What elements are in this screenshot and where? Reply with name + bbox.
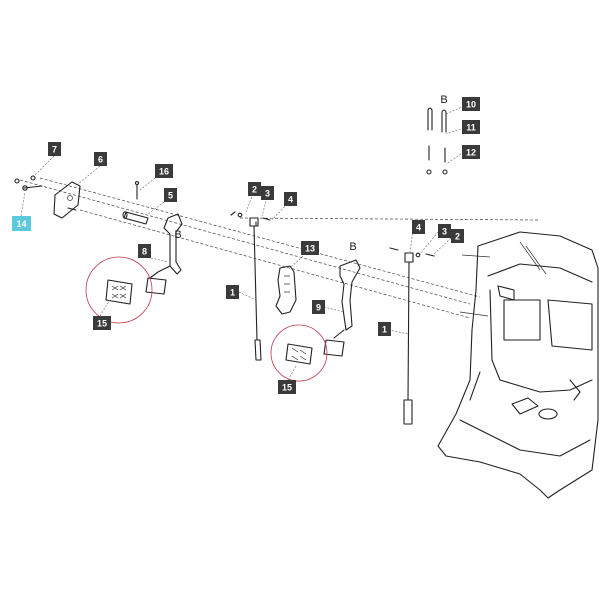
svg-text:16: 16	[159, 167, 169, 177]
assembly-axis-lines	[19, 177, 541, 319]
svg-text:7: 7	[52, 145, 57, 155]
pin-part	[134, 180, 140, 200]
svg-text:6: 6	[98, 155, 103, 165]
svg-text:1: 1	[230, 288, 235, 298]
svg-text:2: 2	[455, 232, 460, 242]
callout-4-right: 4	[412, 220, 425, 234]
svg-text:2: 2	[252, 185, 257, 195]
callout-12: 12	[462, 145, 480, 159]
callout-14-highlighted[interactable]: 14	[12, 216, 31, 231]
right-rod	[389, 247, 435, 425]
svg-text:4: 4	[288, 195, 293, 205]
callout-6: 6	[94, 152, 107, 166]
bracket-part	[53, 181, 81, 219]
callout-3-right: 3	[438, 224, 451, 238]
right-pedal-arm	[323, 259, 361, 357]
callout-2-center: 2	[248, 182, 261, 196]
svg-text:9: 9	[316, 303, 321, 313]
callout-7: 7	[48, 142, 61, 156]
right-pedal-pad	[270, 324, 328, 382]
nut-part	[30, 175, 36, 181]
svg-text:13: 13	[305, 244, 315, 254]
letter-b-left: B	[174, 229, 181, 241]
callout-8: 8	[138, 244, 151, 258]
callout-11: 11	[462, 120, 480, 134]
svg-text:3: 3	[265, 189, 270, 199]
svg-text:14: 14	[16, 219, 26, 229]
chassis-frame	[437, 231, 599, 499]
callout-13: 13	[301, 241, 319, 255]
svg-text:15: 15	[97, 319, 107, 329]
callout-16: 16	[155, 164, 173, 178]
letter-b-top: B	[440, 94, 447, 106]
letter-b-center: B	[349, 241, 356, 253]
svg-text:5: 5	[168, 191, 173, 201]
svg-text:11: 11	[466, 123, 476, 133]
callout-1-right: 1	[378, 322, 391, 336]
callout-1-center: 1	[226, 285, 239, 299]
callout-9: 9	[312, 300, 325, 314]
svg-text:1: 1	[382, 325, 387, 335]
svg-text:15: 15	[282, 383, 292, 393]
center-rod	[230, 211, 271, 361]
clevis-pins	[426, 107, 448, 175]
callout-4-center: 4	[284, 192, 297, 206]
svg-text:12: 12	[466, 148, 476, 158]
svg-text:10: 10	[466, 100, 476, 110]
callout-3-center: 3	[261, 186, 274, 200]
leader-lines	[20, 105, 465, 381]
svg-text:4: 4	[416, 223, 421, 233]
callout-15-right: 15	[278, 380, 296, 394]
callout-2-right: 2	[451, 229, 464, 243]
callout-10: 10	[462, 97, 480, 111]
left-pedal-pad	[85, 256, 153, 324]
callout-5: 5	[164, 188, 177, 202]
svg-text:8: 8	[142, 247, 147, 257]
callout-15-left: 15	[93, 316, 111, 330]
bolt-part	[14, 178, 43, 191]
sleeve-part	[122, 211, 149, 225]
link-bracket	[275, 265, 297, 315]
svg-text:3: 3	[442, 227, 447, 237]
left-pedal-arm	[145, 213, 183, 295]
